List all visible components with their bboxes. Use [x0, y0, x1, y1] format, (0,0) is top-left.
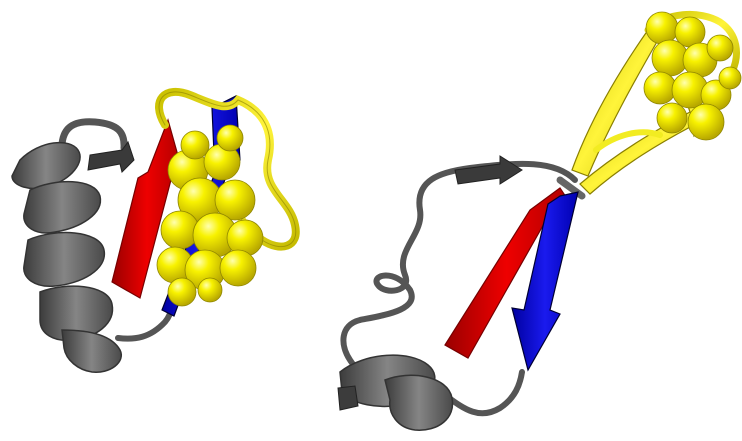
right-blue-beta-strand — [511, 191, 579, 372]
left-helix-ribbon — [11, 141, 123, 373]
left-coil — [58, 118, 128, 159]
right-yellow-sphere-cluster — [643, 11, 742, 141]
right-coil-top — [556, 176, 586, 200]
right-structure — [337, 10, 742, 431]
left-yellow-sphere-cluster — [156, 124, 264, 307]
right-gray-beta-strand — [454, 155, 523, 185]
right-helix-ribbon — [337, 354, 454, 431]
left-structure — [11, 87, 300, 373]
left-red-beta-strand — [111, 118, 183, 299]
left-gray-beta-strand — [87, 140, 135, 173]
right-coil-bottom — [442, 369, 525, 417]
